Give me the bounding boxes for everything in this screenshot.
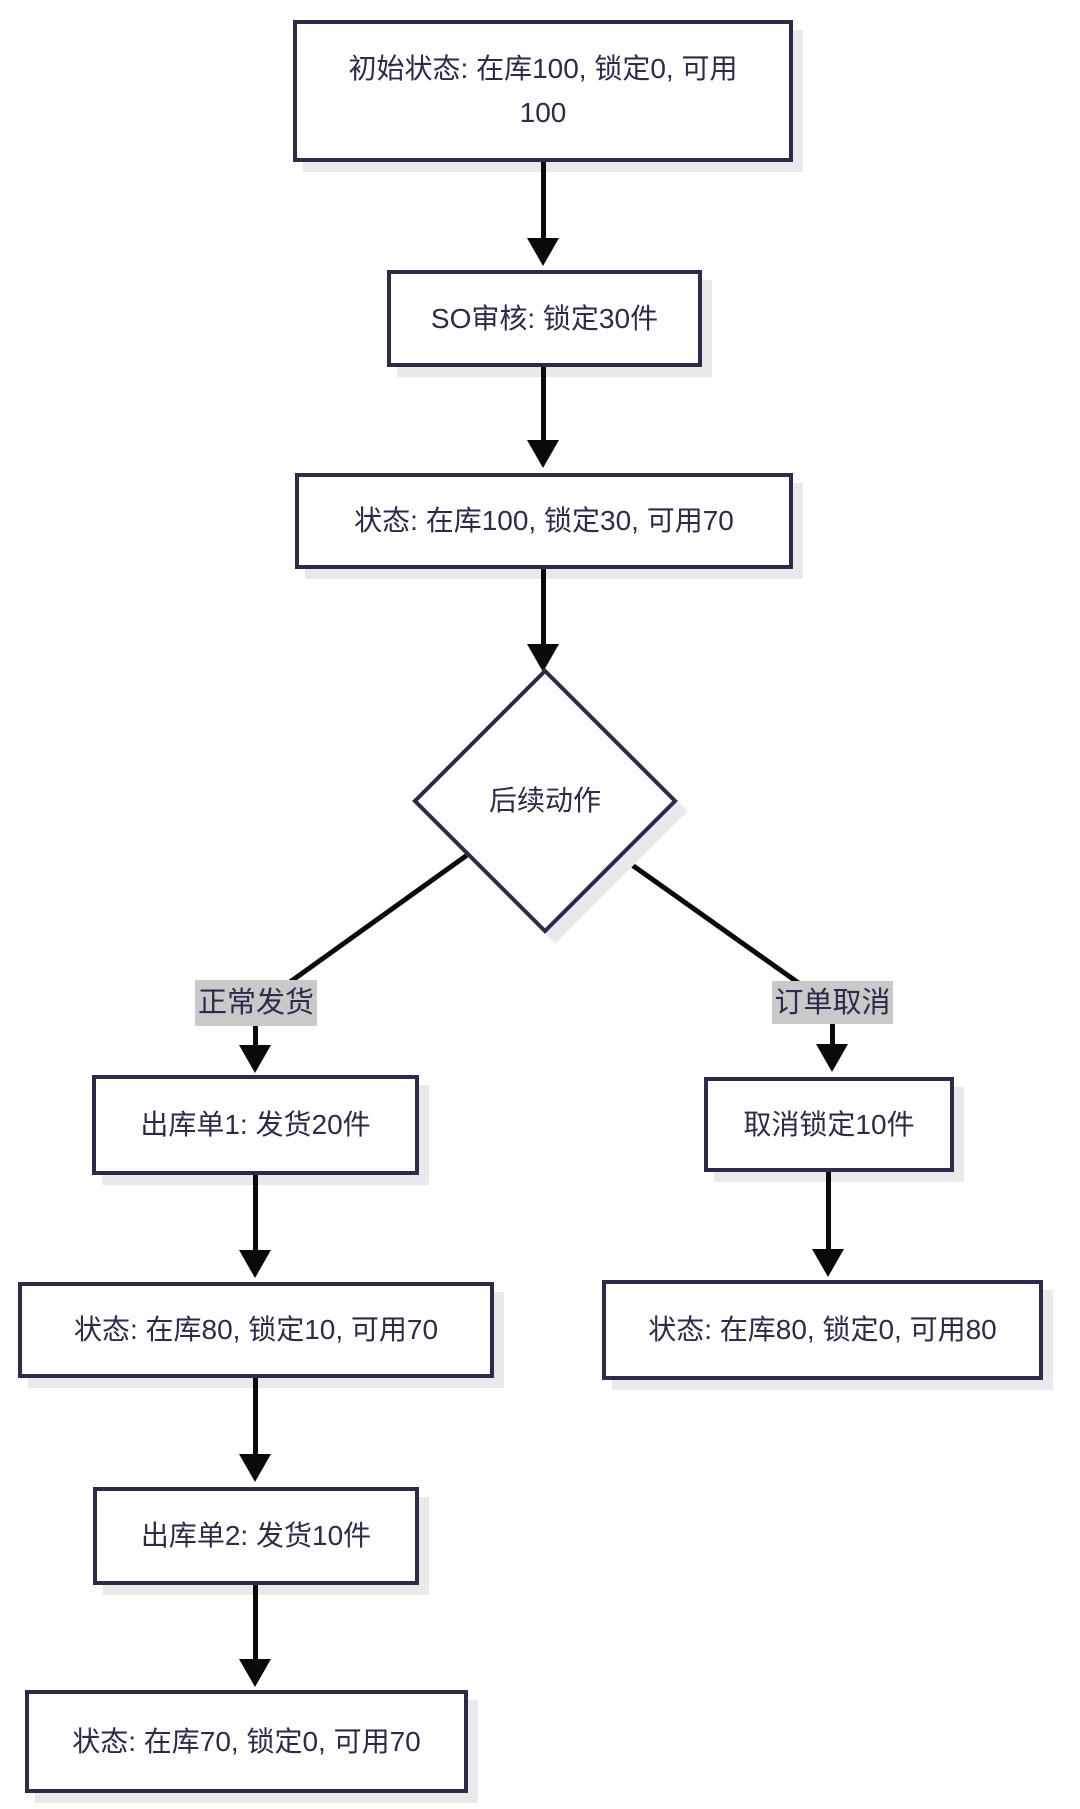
arrow-shaft (540, 569, 546, 644)
arrowhead-down-icon (527, 440, 559, 468)
node-cancel-lock-label: 取消锁定10件 (743, 1108, 915, 1140)
arrow-shaft (252, 1378, 258, 1454)
node-outbound-order-2-label: 出库单2: 发货10件 (140, 1520, 372, 1551)
node-initial-state-label: 初始状态: 在库100, 锁定0, 可用100 (348, 53, 738, 128)
node-state-after-audit-label: 状态: 在库100, 锁定30, 可用70 (354, 505, 734, 536)
edge-label-order-cancel: 订单取消 (772, 981, 893, 1024)
branch-line-order-cancel (616, 852, 802, 987)
arrowhead-down-icon (527, 238, 559, 266)
node-state-after-ship2: 状态: 在库70, 锁定0, 可用70 (25, 1690, 468, 1793)
arrow-shaft (252, 1175, 258, 1250)
node-so-audit: SO审核: 锁定30件 (387, 270, 702, 367)
node-initial-state: 初始状态: 在库100, 锁定0, 可用100 (293, 20, 793, 162)
arrow-shaft (540, 367, 546, 440)
node-state-after-ship2-label: 状态: 在库70, 锁定0, 可用70 (72, 1725, 421, 1757)
arrow-shaft (252, 1585, 258, 1659)
arrow-shaft (829, 1024, 835, 1044)
arrowhead-down-icon (527, 644, 559, 672)
arrowhead-down-icon (239, 1250, 271, 1278)
arrow-shaft (252, 1026, 258, 1045)
node-so-audit-label: SO审核: 锁定30件 (430, 302, 659, 334)
node-outbound-order-2: 出库单2: 发货10件 (93, 1487, 419, 1585)
node-state-after-cancel-label: 状态: 在库80, 锁定0, 可用80 (648, 1314, 997, 1345)
branch-line-normal-ship (288, 850, 472, 985)
node-outbound-order-1-label: 出库单1: 发货20件 (140, 1109, 371, 1140)
arrowhead-down-icon (239, 1454, 271, 1482)
arrowhead-down-icon (239, 1045, 271, 1073)
arrowhead-down-icon (816, 1044, 848, 1072)
node-outbound-order-1: 出库单1: 发货20件 (92, 1075, 419, 1175)
node-state-after-cancel: 状态: 在库80, 锁定0, 可用80 (602, 1280, 1043, 1380)
node-state-after-ship1-label: 状态: 在库80, 锁定10, 可用70 (73, 1314, 439, 1345)
node-state-after-ship1: 状态: 在库80, 锁定10, 可用70 (18, 1282, 494, 1378)
arrowhead-down-icon (239, 1659, 271, 1687)
node-cancel-lock: 取消锁定10件 (704, 1077, 954, 1172)
edge-label-normal-ship: 正常发货 (195, 980, 317, 1026)
arrow-shaft (825, 1172, 831, 1249)
arrow-shaft (540, 162, 546, 238)
decision-diamond-label: 后续动作 (488, 785, 601, 816)
node-state-after-audit: 状态: 在库100, 锁定30, 可用70 (295, 473, 793, 569)
arrowhead-down-icon (812, 1249, 844, 1277)
